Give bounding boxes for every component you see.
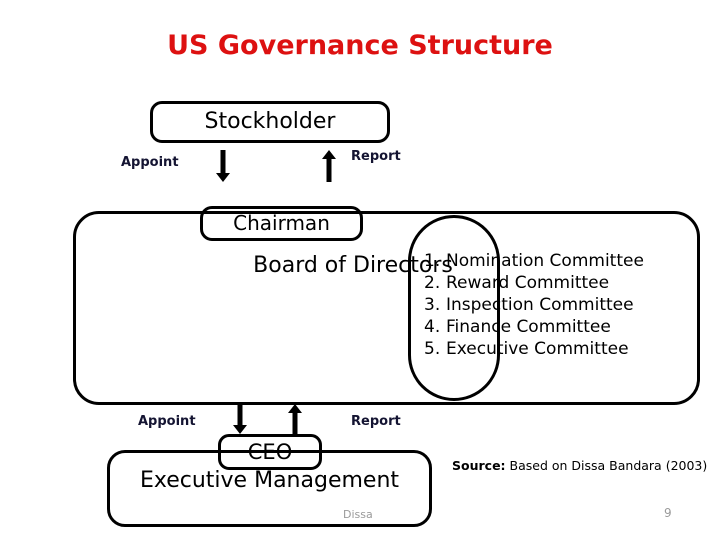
ceo-box	[218, 434, 322, 470]
arrow-head	[288, 404, 302, 413]
chairman-label: Chairman	[233, 211, 330, 235]
source-label: Source:	[452, 458, 506, 473]
list-item: 4.Finance Committee	[424, 316, 644, 338]
page-number: 9	[664, 506, 672, 520]
stockholder-box	[150, 101, 390, 143]
committee-number: 4.	[424, 317, 441, 337]
appoint-label-bottom: Appoint	[138, 414, 196, 429]
committee-number: 3.	[424, 295, 441, 315]
appoint-arrow-down-icon-bottom	[233, 404, 247, 434]
source-citation: Source: Based on Dissa Bandara (2003)	[452, 458, 707, 473]
chairman-box	[200, 206, 363, 241]
report-arrow-up-icon	[322, 150, 336, 182]
watermark-text: Dissa	[343, 508, 373, 521]
arrow-head	[216, 173, 230, 182]
list-item: 1.Nomination Committee	[424, 250, 644, 272]
stockholder-label: Stockholder	[204, 109, 336, 134]
appoint-label-top: Appoint	[121, 155, 179, 170]
report-arrow-up-icon-bottom	[288, 404, 302, 434]
arrow-shaft	[326, 159, 332, 182]
arrow-shaft	[292, 413, 298, 434]
committee-name: Finance Committee	[446, 317, 611, 337]
arrow-head	[322, 150, 336, 159]
board-of-directors-box	[73, 211, 700, 405]
committee-number: 1.	[424, 251, 441, 271]
list-item: 5.Executive Committee	[424, 338, 644, 360]
arrow-head	[233, 425, 247, 434]
report-label-bottom: Report	[351, 414, 401, 429]
list-item: 3.Inspection Committee	[424, 294, 644, 316]
appoint-arrow-down-icon	[216, 150, 230, 182]
page-title: US Governance Structure	[167, 30, 553, 61]
list-item: 2.Reward Committee	[424, 272, 644, 294]
report-label-top: Report	[351, 149, 401, 164]
committee-name: Inspection Committee	[446, 295, 634, 315]
committee-number: 2.	[424, 273, 441, 293]
source-text: Based on Dissa Bandara (2003)	[505, 458, 708, 473]
committee-name: Executive Committee	[446, 339, 629, 359]
arrow-shaft	[220, 150, 226, 173]
committee-number: 5.	[424, 339, 441, 359]
executive-management-label: Executive Management	[139, 468, 400, 493]
committee-capsule-outline	[408, 215, 500, 401]
committee-list: 1.Nomination Committee 2.Reward Committe…	[424, 250, 644, 360]
board-of-directors-label: Board of Directors	[253, 253, 453, 278]
committee-name: Nomination Committee	[446, 251, 644, 271]
ceo-label: CEO	[247, 440, 293, 464]
arrow-shaft	[237, 404, 243, 425]
committee-name: Reward Committee	[446, 273, 610, 293]
executive-management-box	[107, 450, 432, 527]
